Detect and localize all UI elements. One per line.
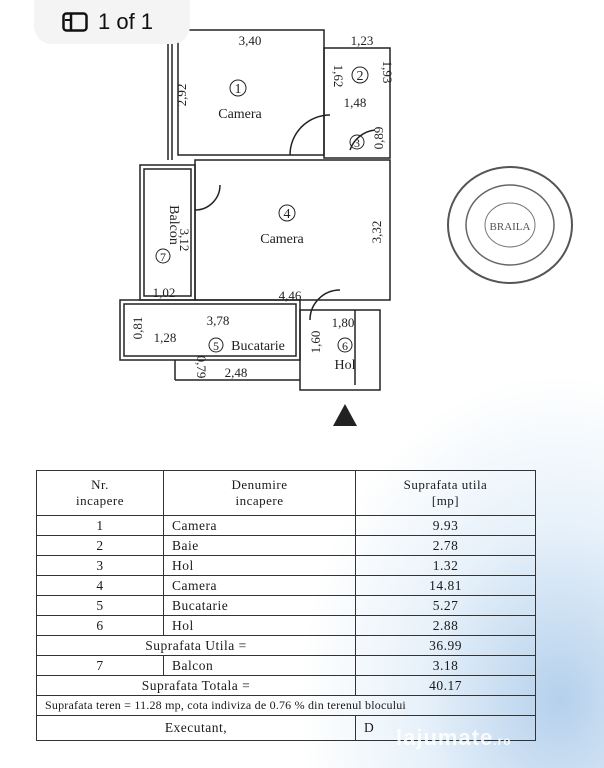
north-arrow-icon <box>333 404 357 426</box>
dim-0-79: 0,79 <box>194 356 209 379</box>
gallery-icon <box>62 12 88 32</box>
dim-3-12: 3,12 <box>177 229 192 252</box>
room-7-number: 7 <box>160 250 166 264</box>
table-row-balcon: 7 Balcon 3.18 <box>36 655 536 676</box>
room-1-number: 1 <box>235 82 242 97</box>
official-stamp: BRAILA <box>447 166 573 284</box>
summary-utila-row: Suprafata Utila = 36.99 <box>36 635 536 656</box>
dim-3-32: 3,32 <box>369 221 384 244</box>
signature-row: Executant, D <box>36 715 536 741</box>
dim-1-02: 1,02 <box>153 285 176 300</box>
room-7-name: Balcon <box>166 205 181 245</box>
dim-2-48: 2,48 <box>225 365 248 380</box>
summary-totala-row: Suprafata Totala = 40.17 <box>36 675 536 696</box>
dim-1-93: 1,93 <box>380 61 395 84</box>
dim-2-92: 2,92 <box>174 84 189 107</box>
executant-label: Executant, <box>36 715 356 741</box>
dim-1-28: 1,28 <box>154 330 177 345</box>
signature-cell: D <box>355 715 536 741</box>
dim-3-40: 3,40 <box>239 33 262 48</box>
dim-1-60: 1,60 <box>308 331 323 354</box>
room-5-number: 5 <box>213 339 219 353</box>
room-1-name: Camera <box>218 107 262 122</box>
room-5-name: Bucatarie <box>231 339 285 354</box>
dim-1-62: 1,62 <box>331 65 346 88</box>
header-nr: Nr. incapere <box>36 470 164 516</box>
room-4-number: 4 <box>284 207 291 222</box>
utila-label: Suprafata Utila = <box>36 635 356 656</box>
teren-note: Suprafata teren = 11.28 mp, cota indiviz… <box>36 695 536 716</box>
page-indicator-text: 1 of 1 <box>98 9 154 34</box>
table-header: Nr. incapere Denumire incapere Suprafata… <box>36 470 536 516</box>
totala-value: 40.17 <box>355 675 536 696</box>
dim-1-48: 1,48 <box>344 95 367 110</box>
dim-1-23: 1,23 <box>351 33 374 48</box>
svg-text:BRAILA: BRAILA <box>490 221 531 233</box>
room-4-name: Camera <box>260 232 304 247</box>
header-area: Suprafata utila [mp] <box>355 470 536 516</box>
dim-3-78: 3,78 <box>207 313 230 328</box>
dim-0-89: 0,89 <box>371 127 386 150</box>
watermark: lajumate.ro <box>396 725 512 750</box>
header-name: Denumire incapere <box>163 470 356 516</box>
dim-1-80: 1,80 <box>332 315 355 330</box>
totala-label: Suprafata Totala = <box>36 675 356 696</box>
room-6-name: Hol <box>335 358 356 373</box>
dim-4-46: 4,46 <box>279 288 302 303</box>
rooms-table: Nr. incapere Denumire incapere Suprafata… <box>36 470 536 741</box>
utila-value: 36.99 <box>355 635 536 656</box>
floor-plan: 1 Camera 2 3 4 Camera 5 Bucatarie 6 Hol … <box>119 29 395 391</box>
page-indicator[interactable]: 1 of 1 <box>34 0 190 44</box>
dim-0-81: 0,81 <box>130 317 145 340</box>
room-6-number: 6 <box>342 339 348 353</box>
room-2-number: 2 <box>357 69 364 84</box>
room-3-number: 3 <box>354 136 360 150</box>
teren-note-row: Suprafata teren = 11.28 mp, cota indiviz… <box>36 695 536 716</box>
